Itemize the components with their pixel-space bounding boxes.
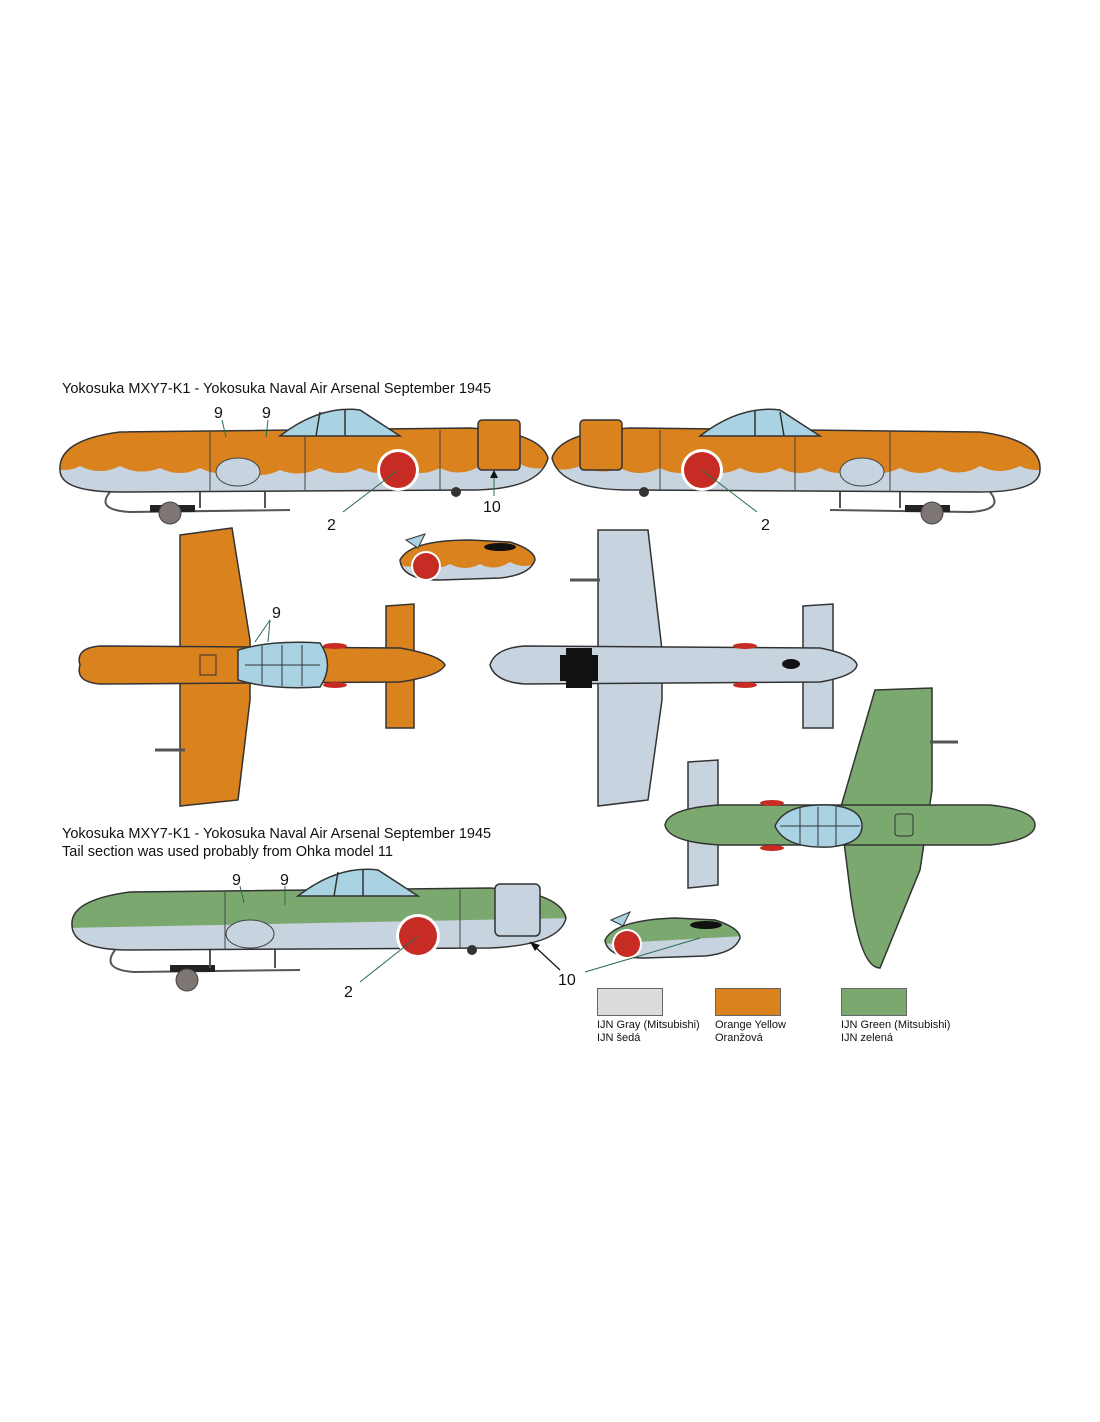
callout-9: 9	[214, 405, 223, 422]
wheel-icon	[158, 501, 182, 525]
bottom-view-gray	[489, 529, 858, 807]
side-profile-orange-right	[551, 408, 1041, 525]
nose-section-green	[604, 911, 741, 959]
legend-ijn-green: IJN Green (Mitsubishi) IJN zelená	[841, 988, 950, 1045]
legend-label: IJN Gray (Mitsubishi)	[597, 1019, 700, 1031]
wheel-icon	[920, 501, 944, 525]
legend-orange-yellow: Orange Yellow Oranžová	[715, 988, 786, 1045]
callout-9: 9	[272, 605, 281, 622]
legend-label: IJN Green (Mitsubishi)	[841, 1019, 951, 1031]
callout-10: 10	[483, 499, 501, 516]
callout-9: 9	[232, 872, 241, 889]
callout-2: 2	[344, 984, 353, 1001]
wheel-icon	[175, 968, 199, 992]
side-profile-green	[71, 868, 567, 992]
callout-10: 10	[558, 972, 576, 989]
legend-swatch	[597, 988, 663, 1016]
scheme1-caption: Yokosuka MXY7-K1 - Yokosuka Naval Air Ar…	[62, 381, 492, 397]
callout-2: 2	[327, 517, 336, 534]
scheme2-caption-line2: Tail section was used probably from Ohka…	[62, 844, 393, 860]
side-profile-orange-left	[59, 408, 549, 525]
legend-swatch	[715, 988, 781, 1016]
legend-label-cz: IJN šedá	[597, 1032, 641, 1044]
top-view-green	[664, 687, 1036, 969]
nose-section-orange	[399, 533, 536, 581]
legend-label-cz: IJN zelená	[841, 1032, 893, 1044]
legend-ijn-gray: IJN Gray (Mitsubishi) IJN šedá	[597, 988, 700, 1045]
scheme2-caption-line1: Yokosuka MXY7-K1 - Yokosuka Naval Air Ar…	[62, 826, 492, 842]
top-view-orange	[78, 527, 446, 807]
legend-label-cz: Oranžová	[715, 1032, 763, 1044]
callout-9: 9	[262, 405, 271, 422]
callout-9: 9	[280, 872, 289, 889]
callout-2: 2	[761, 517, 770, 534]
leader-lines	[221, 419, 758, 983]
legend-swatch	[841, 988, 907, 1016]
legend-label: Orange Yellow	[715, 1019, 786, 1031]
